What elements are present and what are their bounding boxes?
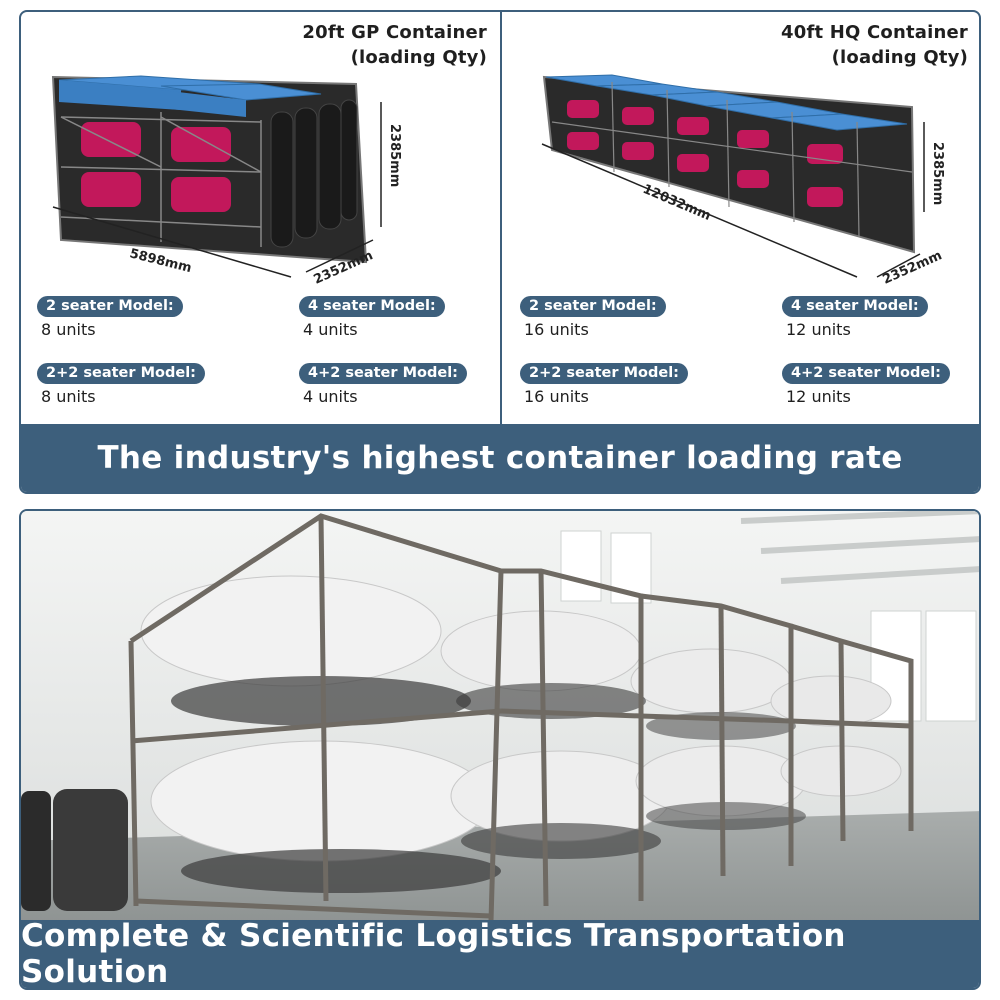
cart-icon xyxy=(677,154,709,172)
cart-icon xyxy=(807,144,843,164)
model-label: 2+2 seater Model: xyxy=(37,363,205,384)
container-20ft-lid-right xyxy=(160,83,322,101)
model-label: 4 seater Model: xyxy=(782,296,928,317)
loading-rate-banner: The industry's highest container loading… xyxy=(21,424,979,492)
model-label: 2 seater Model: xyxy=(520,296,666,317)
model-label: 4+2 seater Model: xyxy=(299,363,467,384)
container-20ft-lid-right-front xyxy=(161,90,246,117)
container-20ft-lid-left-front xyxy=(59,80,181,110)
model-units: 8 units xyxy=(41,387,96,406)
model-20ft-2-seater: 2 seater Model: 8 units xyxy=(37,295,183,339)
model-units: 8 units xyxy=(41,320,96,339)
container-20ft-title: 20ft GP Container (loading Qty) xyxy=(302,20,487,70)
logistics-banner: Complete & Scientific Logistics Transpor… xyxy=(21,918,979,988)
tire-rolls xyxy=(21,789,128,911)
container-40ft-carts xyxy=(567,100,843,207)
cart-icon xyxy=(171,127,231,162)
model-units: 12 units xyxy=(786,387,851,406)
warehouse-photo xyxy=(21,511,979,921)
cart-icon xyxy=(622,107,654,125)
cart-icon xyxy=(567,100,599,118)
container-40ft-dimensions xyxy=(541,122,925,278)
container-40ft-panel: 40ft HQ Container (loading Qty) xyxy=(502,12,979,426)
container-20ft-dimensions xyxy=(52,102,382,278)
model-label: 2+2 seater Model: xyxy=(520,363,688,384)
wrapped-carts xyxy=(140,575,902,893)
model-units: 16 units xyxy=(524,387,589,406)
logistics-photo-card: Complete & Scientific Logistics Transpor… xyxy=(19,509,981,990)
cart-icon xyxy=(81,172,141,207)
container-40ft-lids xyxy=(545,74,908,131)
model-label: 4+2 seater Model: xyxy=(782,363,950,384)
cart-icon xyxy=(677,117,709,135)
cart-icon xyxy=(171,177,231,212)
cart-icon xyxy=(737,170,769,188)
container-20ft-subtitle: (loading Qty) xyxy=(350,47,487,69)
container-20ft-frame xyxy=(60,112,262,247)
model-20ft-2plus2-seater: 2+2 seater Model: 8 units xyxy=(37,362,205,406)
ceiling-beams xyxy=(740,511,979,584)
panel-divider xyxy=(500,12,502,426)
model-units: 16 units xyxy=(524,320,589,339)
model-20ft-4-seater: 4 seater Model: 4 units xyxy=(299,295,445,339)
steel-racks xyxy=(128,513,914,921)
container-20ft-carts xyxy=(81,122,231,212)
container-loading-card: 20ft GP Container (loading Qty) xyxy=(19,10,981,494)
model-label: 4 seater Model: xyxy=(299,296,445,317)
cart-icon xyxy=(81,122,141,157)
container-40ft-frame xyxy=(551,81,913,238)
dim-height-40ft: 2385mm xyxy=(930,142,945,205)
container-20ft-name: 20ft GP Container xyxy=(302,22,487,43)
model-units: 12 units xyxy=(786,320,851,339)
container-40ft-title: 40ft HQ Container (loading Qty) xyxy=(781,20,968,70)
model-units: 4 units xyxy=(303,320,358,339)
dim-height-20ft: 2385mm xyxy=(387,124,402,187)
cart-icon xyxy=(737,130,769,148)
model-label: 2 seater Model: xyxy=(37,296,183,317)
container-20ft-tires xyxy=(270,99,358,248)
container-40ft-illustration: 12032mm 2352mm 2385mm xyxy=(541,74,945,287)
model-40ft-4-seater: 4 seater Model: 12 units xyxy=(782,295,928,339)
dim-width-40ft: 2352mm xyxy=(881,248,945,287)
cart-icon xyxy=(807,187,843,207)
container-20ft-illustration: 5898mm 2352mm 2385mm xyxy=(51,75,402,287)
model-40ft-2plus2-seater: 2+2 seater Model: 16 units xyxy=(520,362,688,406)
container-40ft-subtitle: (loading Qty) xyxy=(831,47,968,69)
container-20ft-panel: 20ft GP Container (loading Qty) xyxy=(21,12,501,426)
dim-length-20ft: 5898mm xyxy=(128,246,193,276)
model-20ft-4plus2-seater: 4+2 seater Model: 4 units xyxy=(299,362,467,406)
container-40ft-name: 40ft HQ Container xyxy=(781,22,968,43)
cart-icon xyxy=(567,132,599,150)
model-40ft-2-seater: 2 seater Model: 16 units xyxy=(520,295,666,339)
cart-icon xyxy=(622,142,654,160)
model-40ft-4plus2-seater: 4+2 seater Model: 12 units xyxy=(782,362,950,406)
model-units: 4 units xyxy=(303,387,358,406)
